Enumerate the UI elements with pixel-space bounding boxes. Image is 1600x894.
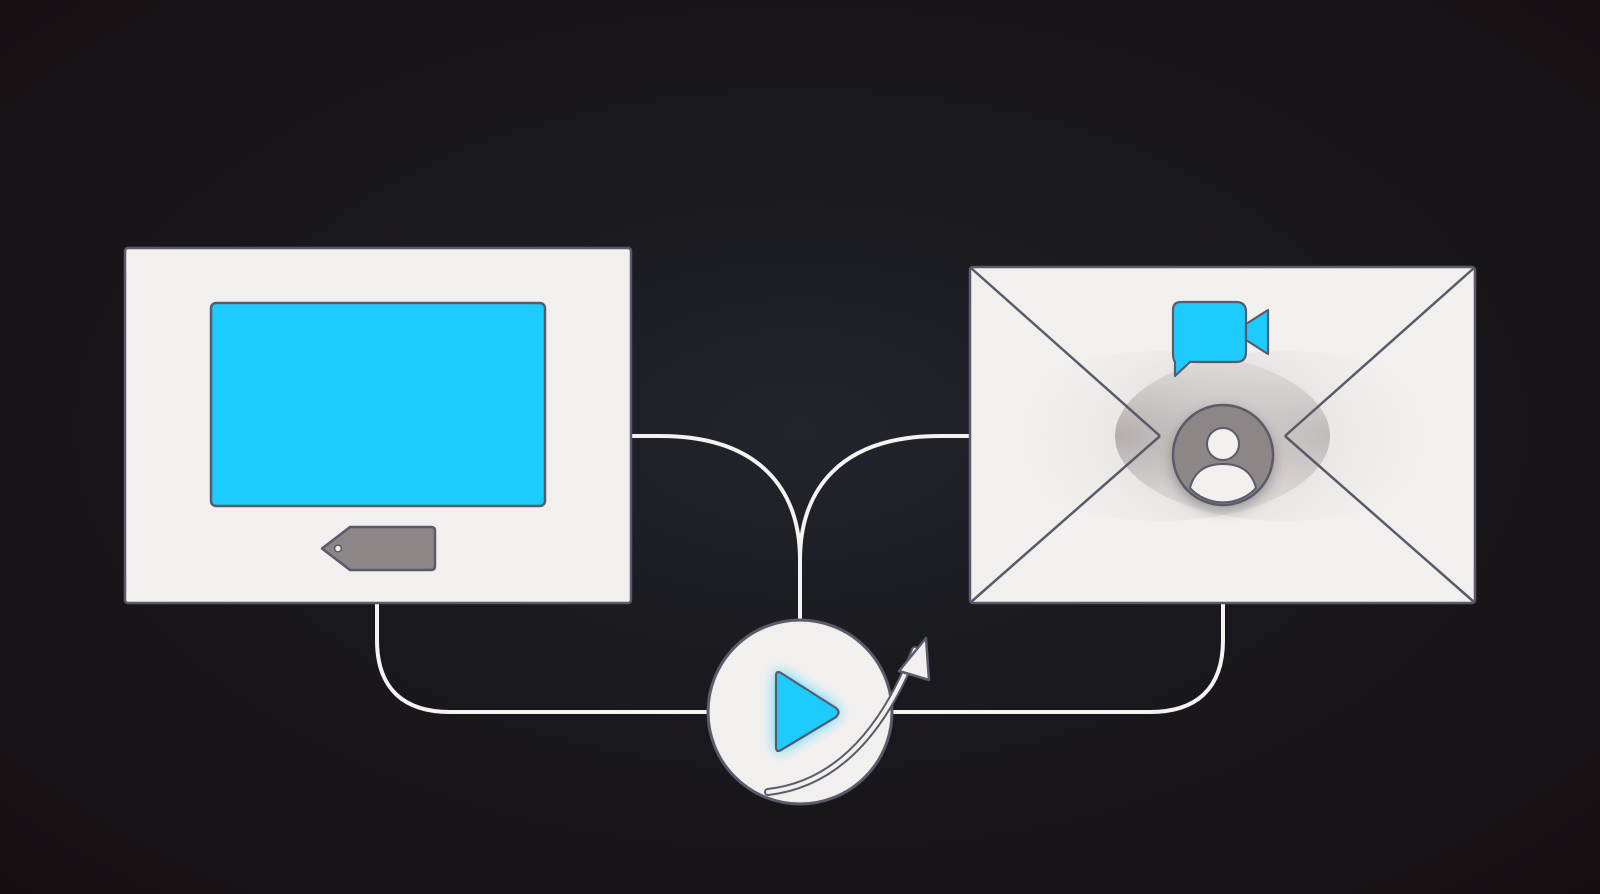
envelope-folds — [970, 267, 1475, 603]
arrow-up-right-icon — [764, 636, 931, 796]
play-icon — [774, 670, 840, 753]
connector-tv-to-hub-top — [629, 434, 802, 624]
envelope-panel — [968, 265, 1477, 605]
play-hub — [706, 618, 931, 806]
tv-display — [209, 301, 547, 508]
connectors — [375, 434, 1225, 714]
price-tag-icon — [320, 525, 437, 572]
connector-envelope-to-hub-bottom — [890, 601, 1225, 714]
video-call-icon — [1171, 300, 1270, 378]
envelope-icon — [968, 265, 1477, 605]
connector-envelope-to-hub-top — [798, 434, 972, 624]
tv-screen-panel — [123, 246, 633, 605]
user-avatar-icon — [1171, 403, 1275, 507]
connector-tv-to-hub-bottom — [375, 601, 710, 714]
